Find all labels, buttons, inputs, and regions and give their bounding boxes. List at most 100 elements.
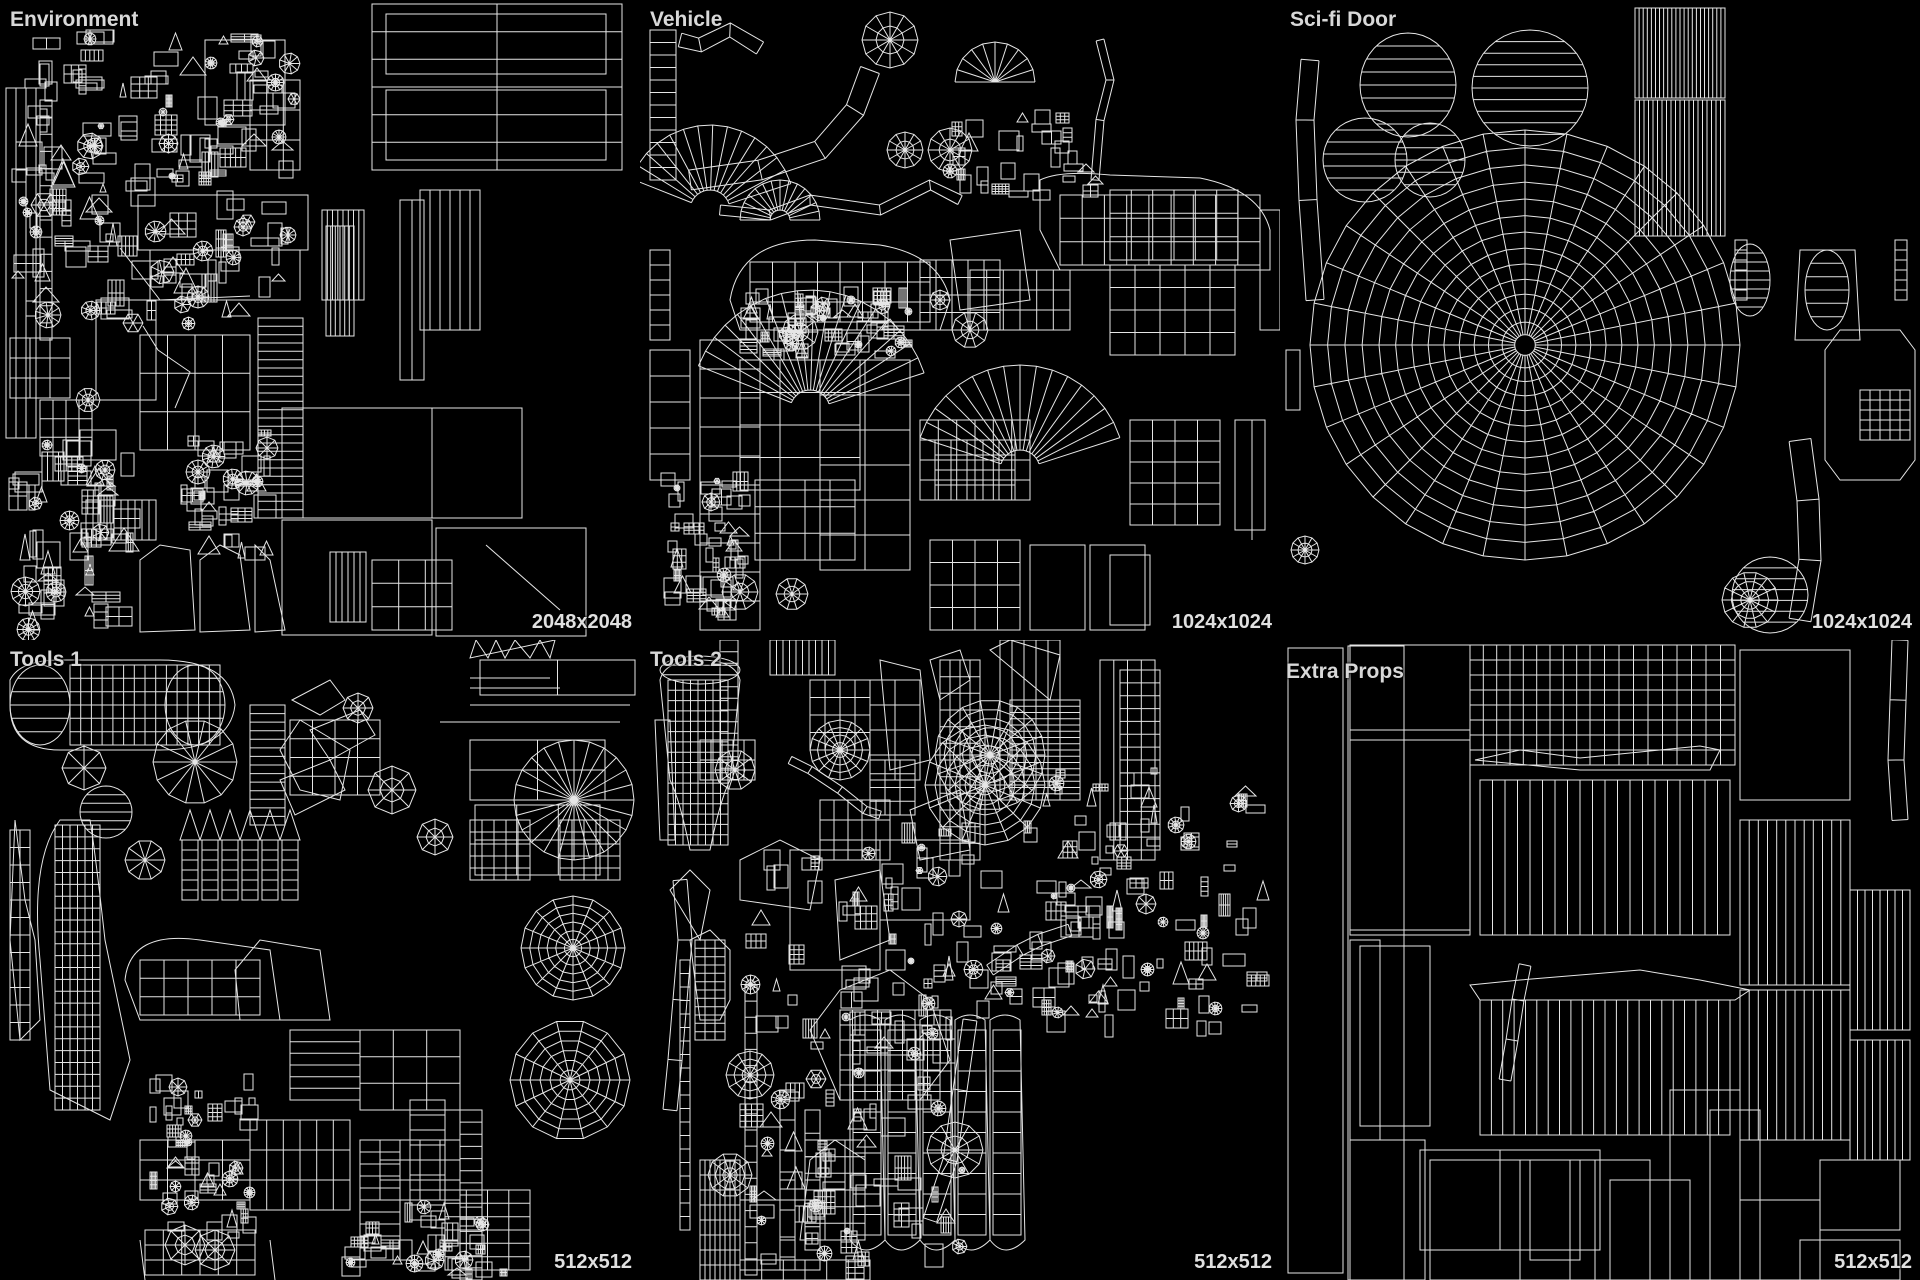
uv-grid-shell: [894, 1155, 912, 1181]
uv-disc-shell: [367, 765, 417, 815]
uv-tri-shell: [34, 262, 51, 282]
uv-grid-shell: [1062, 127, 1073, 143]
uv-disc-shell: [1180, 833, 1197, 850]
uv-shell: [26, 167, 43, 176]
uv-tri-shell: [750, 1190, 778, 1201]
uv-shell: [841, 965, 867, 990]
uv-grid-shell: [1106, 905, 1114, 929]
uv-disc-shell: [179, 1129, 193, 1143]
uv-shell: [768, 316, 790, 331]
uv-tri-shell: [371, 1232, 380, 1245]
uv-shell: [1117, 989, 1136, 1011]
uv-shell: [210, 145, 234, 155]
uv-disc-shell: [287, 93, 301, 105]
uv-grid-shell: [201, 151, 219, 178]
uv-shell: [730, 539, 739, 561]
uv-shell: [39, 63, 50, 87]
uv-cylinder-cap-shell: [1804, 249, 1850, 331]
uv-shell: [1105, 845, 1114, 854]
uv-grid-shell: [1177, 997, 1185, 1010]
uv-grid-shell: [257, 429, 272, 437]
uv-grid-shell: [371, 559, 453, 631]
uv-shell: [243, 1073, 254, 1091]
uv-shell: [193, 490, 205, 501]
uv-shell: [1529, 1159, 1581, 1261]
uv-shell: [221, 1214, 238, 1231]
uv-shell: [932, 912, 944, 936]
uv-disc-shell: [72, 157, 90, 176]
uv-capsule-shell: [9, 659, 236, 751]
uv-shell: [739, 839, 821, 911]
uv-shell: [216, 190, 234, 220]
uv-grid-shell: [188, 521, 212, 531]
uv-tri-shell: [673, 574, 692, 594]
uv-tri-shell: [849, 886, 868, 902]
uv-shell: [1098, 990, 1106, 1013]
uv-disc-shell: [716, 567, 732, 583]
uv-grid-shell: [130, 76, 158, 99]
uv-tri-shell: [259, 539, 274, 556]
uv-grid-shell: [670, 522, 680, 532]
uv-disc-shell: [853, 1067, 865, 1079]
uv-disc-shell: [1196, 926, 1210, 940]
uv-grid-shell: [788, 944, 805, 965]
uv-shell: [879, 659, 931, 771]
uv-grid-shell: [166, 1124, 182, 1138]
uv-grid-shell: [732, 471, 749, 492]
uv-grid-shell: [787, 312, 804, 332]
uv-cylinder-cap-shell: [1359, 32, 1457, 138]
uv-shell: [866, 1046, 889, 1054]
uv-disc-shell: [233, 217, 253, 237]
uv-tri-shell: [416, 1239, 430, 1255]
uv-shell: [969, 969, 989, 989]
uv-grid-shell: [711, 488, 732, 506]
uv-shell: [239, 1118, 258, 1131]
uv-shell: [173, 1090, 189, 1109]
uv-shell: [949, 229, 1031, 311]
uv-tri-shell: [784, 1130, 803, 1152]
uv-grid-shell: [139, 334, 251, 451]
uv-tri-shell: [206, 445, 221, 463]
uv-shell: [1287, 647, 1344, 1274]
uv-tri-shell: [1061, 1005, 1081, 1016]
uv-shell: [881, 863, 904, 885]
uv-tip-shell: [199, 808, 221, 841]
uv-shell: [669, 869, 711, 942]
uv-fan-shell: [954, 41, 1036, 83]
uv-shell: [874, 350, 896, 359]
uv-shell: [435, 527, 587, 637]
uv-tri-shell: [1086, 175, 1105, 185]
uv-band-shell: [922, 1018, 978, 1223]
uv-tri-shell: [1016, 112, 1029, 123]
uv-shell: [149, 1078, 161, 1094]
uv-shell: [1062, 175, 1076, 183]
uv-disc-shell: [405, 1254, 424, 1273]
uv-shell: [993, 945, 1017, 953]
uv-grid-shell: [840, 1230, 858, 1254]
uv-tri-shell: [119, 82, 127, 98]
uv-disc-shell: [86, 137, 103, 154]
uv-grid-shell: [1859, 389, 1911, 441]
uv-shell: [710, 579, 732, 598]
uv-grid-shell: [825, 1089, 835, 1107]
uv-tri-shell: [1042, 792, 1051, 807]
uv-grid-shell: [739, 338, 758, 354]
uv-disc-shell: [75, 388, 101, 412]
uv-shell: [39, 108, 48, 133]
uv-disc-shell: [174, 295, 192, 314]
uv-grid-shell: [694, 939, 726, 1041]
uv-shell: [858, 968, 871, 984]
uv-shell: [144, 75, 169, 85]
uv-shell: [1109, 554, 1151, 626]
uv-grid-shell: [933, 964, 946, 983]
uv-shell: [206, 1221, 223, 1241]
uv-shell: [1088, 994, 1098, 1003]
uv-grid-shell: [257, 317, 304, 519]
uv-shell: [238, 50, 254, 60]
uv-tri-shell: [240, 133, 268, 147]
uv-grid-shell: [474, 804, 601, 876]
uv-fan-shell: [919, 364, 1121, 465]
uv-shell: [817, 1167, 830, 1175]
uv-tri-shell: [165, 1156, 186, 1169]
uv-edge: [139, 1239, 276, 1280]
